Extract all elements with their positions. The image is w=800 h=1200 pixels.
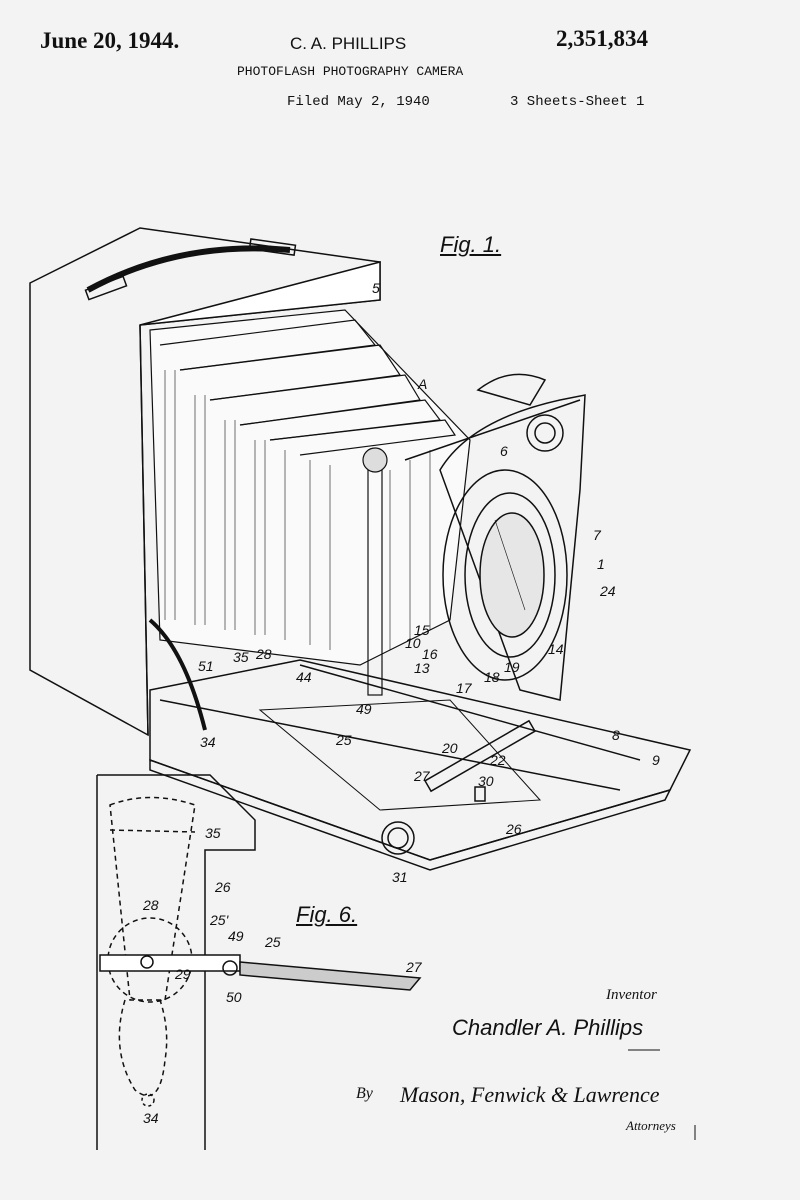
ref-numeral: 14 — [548, 641, 564, 657]
ref-numeral: 25 — [265, 934, 281, 950]
ref-numeral: 27 — [406, 959, 422, 975]
fig6-detail — [96, 774, 422, 1150]
ref-numeral: 25' — [210, 912, 229, 928]
by-label: By — [356, 1085, 373, 1102]
sheet-count: 3 Sheets-Sheet 1 — [510, 94, 645, 110]
ref-numeral: 34 — [200, 734, 216, 750]
ref-numeral: 29 — [175, 966, 191, 982]
lens-shutter — [404, 373, 586, 701]
attorneys-caption: Attorneys — [626, 1118, 676, 1133]
ref-numeral: 31 — [392, 869, 408, 885]
ref-numeral: 7 — [593, 527, 601, 543]
ref-numeral: 5 — [372, 280, 380, 296]
ref-numeral: 28 — [256, 646, 272, 662]
ref-numeral: 49 — [356, 701, 372, 717]
ref-numeral: 10 — [405, 635, 421, 651]
ref-numeral: 50 — [226, 989, 242, 1005]
ref-numeral: 35 — [233, 649, 249, 665]
ref-numeral: 19 — [504, 659, 520, 675]
ref-numeral: 26 — [506, 821, 522, 837]
ref-numeral: 18 — [484, 669, 500, 685]
ref-numeral: 24 — [600, 583, 616, 599]
ref-numeral: 13 — [414, 660, 430, 676]
patent-title: PHOTOFLASH PHOTOGRAPHY CAMERA — [237, 64, 464, 79]
inventor-signature: Chandler A. Phillips — [452, 1015, 644, 1040]
figure-1-label: Fig. 1. — [440, 232, 502, 257]
ref-numeral: 49 — [228, 928, 244, 944]
ref-numeral: 35 — [205, 825, 221, 841]
bellows — [149, 309, 471, 696]
ref-numeral: 1 — [597, 556, 605, 572]
ref-numeral: 15 — [414, 622, 430, 638]
patent-number: 2,351,834 — [556, 26, 648, 51]
inventor-name: C. A. PHILLIPS — [290, 34, 407, 53]
filed-date: Filed May 2, 1940 — [287, 94, 430, 110]
ref-numeral: 6 — [500, 443, 508, 459]
camera-body — [29, 227, 381, 737]
ref-numeral: 17 — [456, 680, 472, 696]
ref-numeral: 22 — [490, 752, 506, 768]
ref-numeral: 28 — [143, 897, 159, 913]
ref-numeral: 51 — [198, 658, 214, 674]
figure-6-label: Fig. 6. — [296, 902, 358, 927]
ref-numeral: 8 — [612, 727, 620, 743]
signature-lines — [628, 1049, 696, 1140]
attorneys-signature: Mason, Fenwick & Lawrence — [400, 1082, 660, 1107]
ref-numeral: A — [418, 376, 428, 392]
patent-date: June 20, 1944. — [40, 28, 180, 53]
ref-numeral: 16 — [422, 646, 438, 662]
ref-numeral: 9 — [652, 752, 660, 768]
ref-numeral: 27 — [414, 768, 430, 784]
ref-numeral: 20 — [442, 740, 458, 756]
ref-numeral: 30 — [478, 773, 494, 789]
ref-numeral: 44 — [296, 669, 312, 685]
ref-numeral: 26 — [215, 879, 231, 895]
ref-numeral: 34 — [143, 1110, 159, 1126]
ref-numeral: 25 — [336, 732, 352, 748]
camera-bed — [148, 618, 692, 871]
inventor-caption: Inventor — [606, 987, 657, 1003]
